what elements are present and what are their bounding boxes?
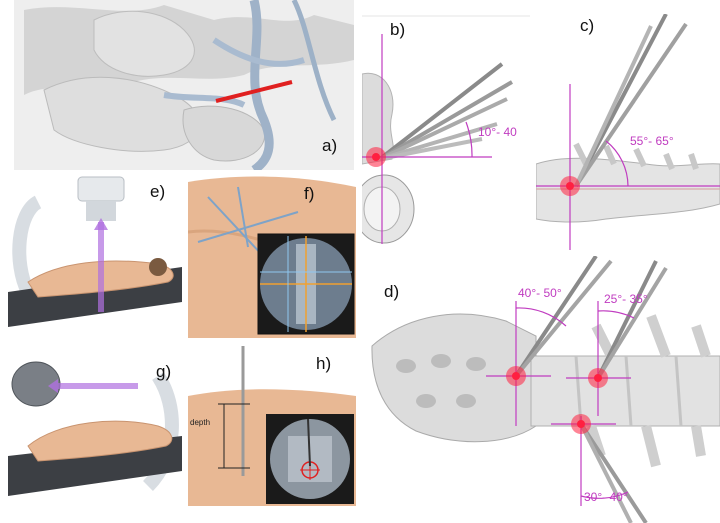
skin-marking-illustration — [188, 176, 356, 338]
panel-g: g) — [8, 346, 182, 506]
panel-b: b) 10°- 40 — [362, 14, 530, 244]
panel-b-label: b) — [390, 20, 406, 39]
panel-f-label: f) — [304, 184, 315, 203]
panel-c-angle: 55°- 65° — [630, 134, 674, 148]
c-arm-lateral-illustration — [8, 361, 182, 496]
panel-d-angle-right: 25°- 35° — [604, 292, 648, 306]
needle-depth-illustration — [188, 346, 356, 506]
panel-e: e) — [8, 172, 182, 338]
axial-vertebra-illustration — [362, 15, 530, 244]
panel-a: a) — [14, 0, 354, 170]
panel-h: h) depth — [188, 346, 356, 506]
panel-a-label: a) — [322, 136, 338, 155]
cervical-spine-illustration — [14, 0, 354, 170]
panel-c-label: c) — [580, 16, 595, 35]
nerve-mark — [215, 80, 293, 103]
depth-label: depth — [190, 418, 211, 427]
panel-d: d) 40°- 50° 25°- 35° 30°- 40° — [366, 256, 720, 523]
panel-g-label: g) — [156, 362, 172, 381]
panel-d-label: d) — [384, 282, 400, 301]
panel-f: f) — [188, 172, 356, 338]
panel-c: c) 55°- 65° — [536, 14, 720, 250]
panel-e-label: e) — [150, 182, 166, 201]
panel-d-angle-bottom: 30°- 40° — [584, 490, 628, 504]
panel-d-angle-left: 40°- 50° — [518, 286, 562, 300]
panel-b-angle: 10°- 40 — [478, 125, 517, 139]
c-arm-ap-illustration — [8, 176, 182, 327]
lumbosacral-spine-illustration — [371, 256, 720, 523]
panel-h-label: h) — [316, 354, 332, 373]
lateral-spine-illustration — [536, 14, 720, 250]
